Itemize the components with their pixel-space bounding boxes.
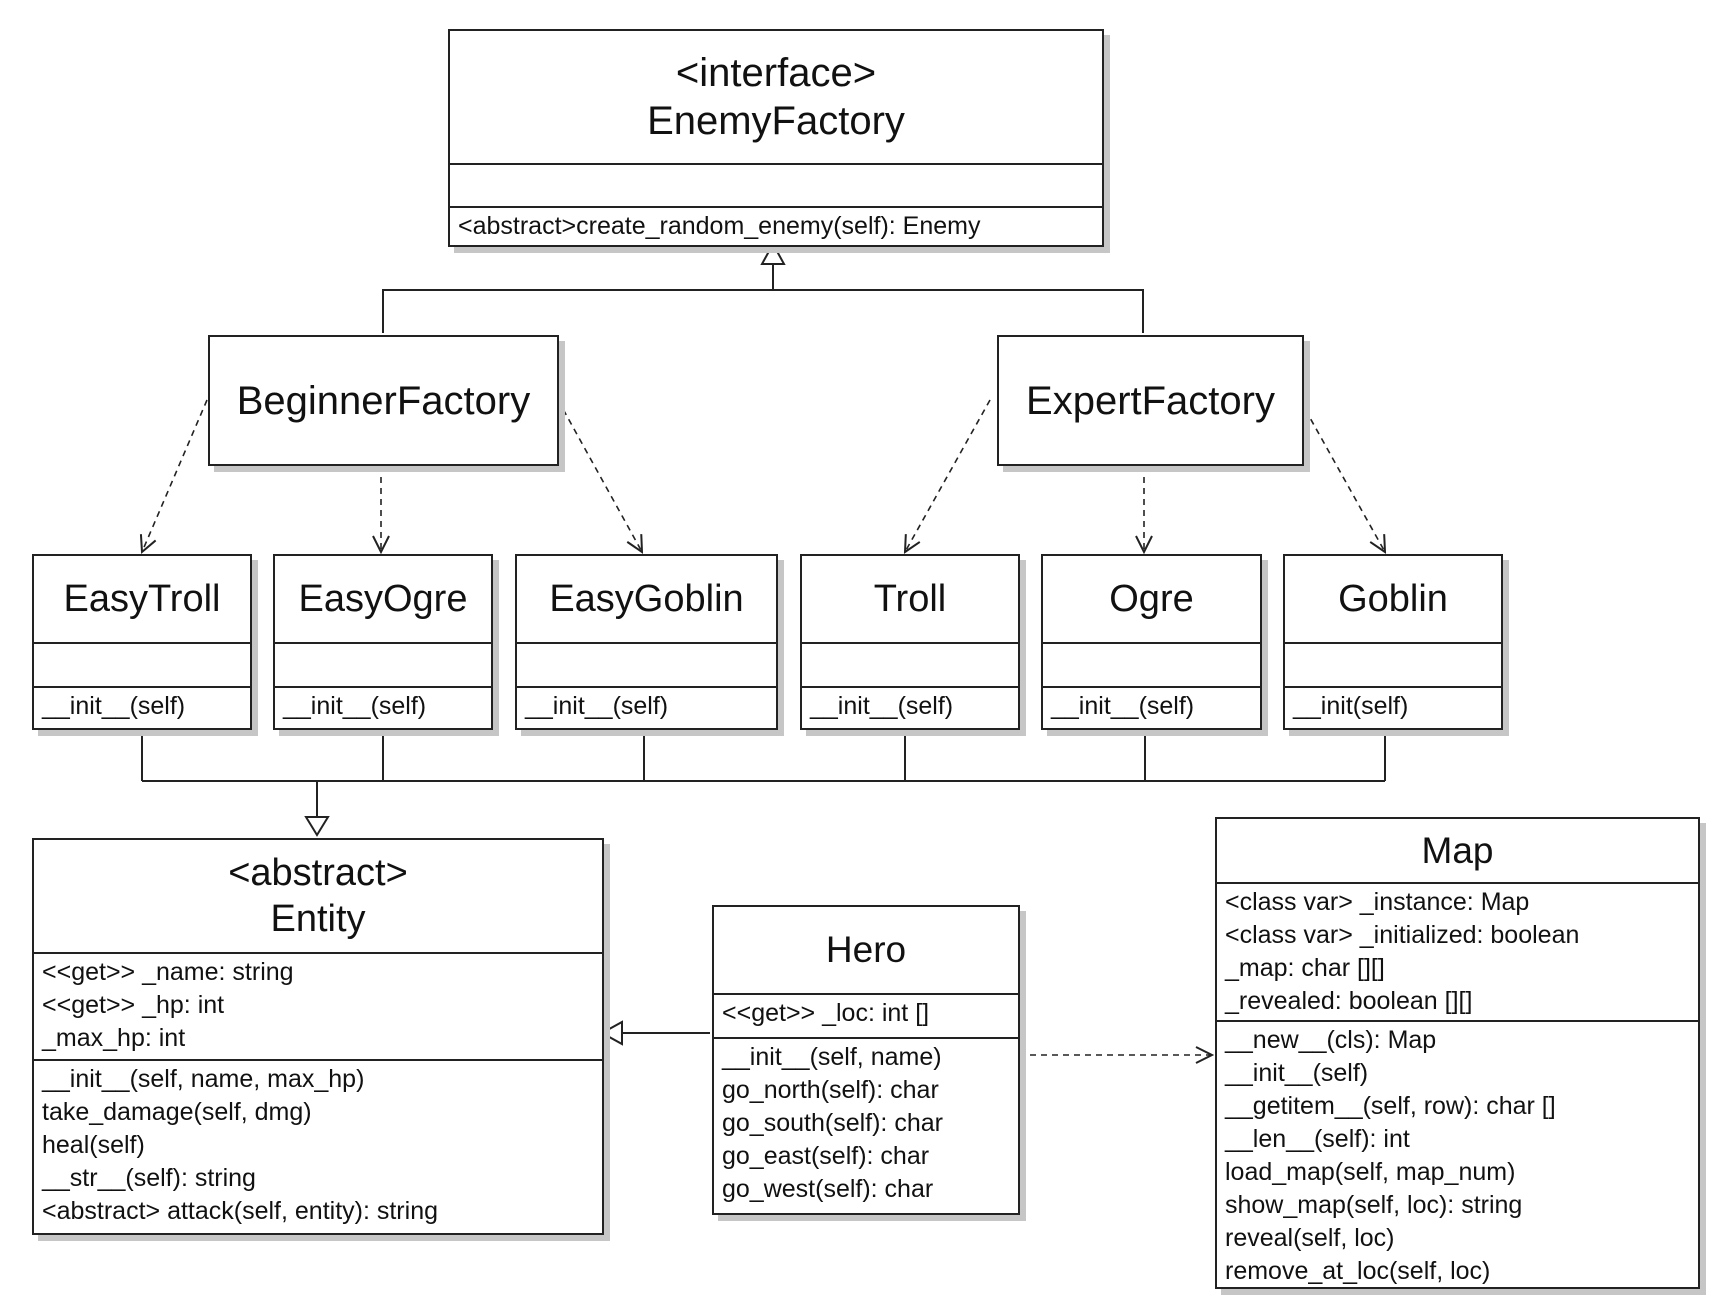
class-header: ExpertFactory: [999, 337, 1302, 464]
class-header: EasyOgre: [275, 556, 491, 644]
class-enemyfactory: <interface> EnemyFactory <abstract>creat…: [448, 29, 1104, 247]
attribute-row: <class var> _initialized: boolean: [1225, 921, 1580, 949]
class-name: EasyOgre: [298, 578, 468, 620]
class-header: Ogre: [1043, 556, 1260, 644]
method-row: reveal(self, loc): [1225, 1224, 1395, 1252]
class-name: Hero: [825, 929, 907, 970]
class-name: Goblin: [1338, 578, 1448, 620]
method-row: go_east(self): char: [722, 1142, 930, 1170]
generalization-enemies-to-entity: [141, 728, 1386, 837]
class-map: Map <class var> _instance: Map <class va…: [1215, 817, 1700, 1289]
dependency-expert-to-enemy-classes: [905, 399, 1385, 552]
class-header: BeginnerFactory: [210, 337, 557, 464]
class-name: EasyTroll: [63, 578, 221, 620]
method-row: __init__(self): [1051, 692, 1195, 720]
class-header: <interface> EnemyFactory: [450, 31, 1102, 165]
attributes-section: [1043, 644, 1260, 688]
method-row: __init(self): [1293, 692, 1409, 720]
methods-section: __init__(self): [517, 688, 776, 725]
class-easyogre: EasyOgre __init__(self): [273, 554, 493, 730]
method-row: __init__(self): [810, 692, 954, 720]
method-row: <abstract> attack(self, entity): string: [42, 1197, 438, 1225]
class-easygoblin: EasyGoblin __init__(self): [515, 554, 778, 730]
class-name: Map: [1421, 829, 1494, 871]
attributes-section: <<get>> _name: string <<get>> _hp: int _…: [34, 954, 602, 1061]
class-header: EasyGoblin: [517, 556, 776, 644]
class-expertfactory: ExpertFactory: [997, 335, 1304, 466]
attributes-section: [34, 644, 250, 688]
method-row: __init__(self): [42, 692, 186, 720]
method-row: <abstract>create_random_enemy(self): Ene…: [458, 212, 981, 240]
method-row: show_map(self, loc): string: [1225, 1191, 1523, 1219]
class-ogre: Ogre __init__(self): [1041, 554, 1262, 730]
attribute-row: _max_hp: int: [42, 1024, 186, 1052]
class-hero: Hero <<get>> _loc: int [] __init__(self,…: [712, 905, 1020, 1215]
methods-section: __init__(self, name, max_hp) take_damage…: [34, 1061, 602, 1230]
method-row: take_damage(self, dmg): [42, 1098, 312, 1126]
method-row: __init__(self, name): [722, 1043, 942, 1071]
attribute-row: <<get>> _loc: int []: [722, 999, 930, 1027]
attributes-section: [275, 644, 491, 688]
attribute-row: _revealed: boolean [][]: [1225, 987, 1473, 1015]
class-header: Hero: [714, 907, 1018, 995]
method-row: go_south(self): char: [722, 1109, 943, 1137]
method-row: load_map(self, map_num): [1225, 1158, 1516, 1186]
attributes-section: [802, 644, 1018, 688]
method-row: __init__(self): [525, 692, 669, 720]
attributes-section: [1285, 644, 1501, 688]
methods-section: __init__(self): [34, 688, 250, 725]
methods-section: __new__(cls): Map __init__(self) __getit…: [1217, 1022, 1698, 1290]
class-name: EnemyFactory: [647, 99, 905, 143]
methods-section: __init__(self): [802, 688, 1018, 725]
method-row: __init__(self, name, max_hp): [42, 1065, 365, 1093]
class-easytroll: EasyTroll __init__(self): [32, 554, 252, 730]
class-name: Entity: [270, 898, 366, 940]
method-row: __init__(self): [1225, 1059, 1369, 1087]
method-row: __new__(cls): Map: [1225, 1026, 1437, 1054]
class-name: Ogre: [1109, 578, 1194, 620]
class-stereotype: <interface>: [675, 51, 877, 95]
attributes-section: [517, 644, 776, 688]
method-row: go_north(self): char: [722, 1076, 939, 1104]
class-header: Troll: [802, 556, 1018, 644]
methods-section: __init__(self): [1043, 688, 1260, 725]
attributes-section: <<get>> _loc: int []: [714, 995, 1018, 1039]
dependency-beginner-to-easy-classes: [142, 399, 642, 552]
class-goblin: Goblin __init(self): [1283, 554, 1503, 730]
attributes-section: <class var> _instance: Map <class var> _…: [1217, 884, 1698, 1022]
class-beginnerfactory: BeginnerFactory: [208, 335, 559, 466]
class-header: Map: [1217, 819, 1698, 884]
method-row: go_west(self): char: [722, 1175, 934, 1203]
class-header: <abstract> Entity: [34, 840, 602, 954]
method-row: heal(self): [42, 1131, 145, 1159]
class-name: Troll: [873, 578, 947, 620]
generalization-hero-to-entity: [599, 1020, 710, 1046]
attribute-row: _map: char [][]: [1225, 954, 1385, 982]
attribute-row: <class var> _instance: Map: [1225, 888, 1530, 916]
class-name: EasyGoblin: [549, 578, 744, 620]
method-row: __len__(self): int: [1225, 1125, 1410, 1153]
class-header: EasyTroll: [34, 556, 250, 644]
attributes-section: [450, 165, 1102, 208]
method-row: __str__(self): string: [42, 1164, 256, 1192]
methods-section: <abstract>create_random_enemy(self): Ene…: [450, 208, 1102, 245]
method-row: remove_at_loc(self, loc): [1225, 1257, 1491, 1285]
class-header: Goblin: [1285, 556, 1501, 644]
class-name: BeginnerFactory: [236, 378, 531, 423]
attribute-row: <<get>> _name: string: [42, 958, 294, 986]
class-stereotype: <abstract>: [228, 852, 408, 894]
class-name: ExpertFactory: [1026, 378, 1275, 423]
methods-section: __init__(self): [275, 688, 491, 725]
class-entity: <abstract> Entity <<get>> _name: string …: [32, 838, 604, 1235]
methods-section: __init__(self, name) go_north(self): cha…: [714, 1039, 1018, 1208]
generalization-factories-to-enemyfactory: [382, 241, 1144, 333]
method-row: __getitem__(self, row): char []: [1225, 1092, 1556, 1120]
class-troll: Troll __init__(self): [800, 554, 1020, 730]
method-row: __init__(self): [283, 692, 427, 720]
attribute-row: <<get>> _hp: int: [42, 991, 225, 1019]
methods-section: __init(self): [1285, 688, 1501, 725]
